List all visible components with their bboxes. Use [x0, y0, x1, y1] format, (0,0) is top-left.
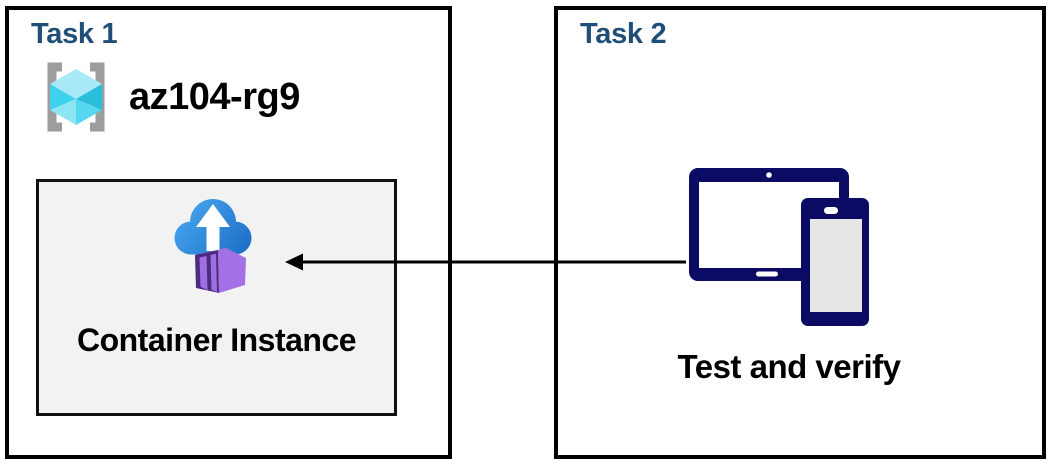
task1-box: Task 1 az104-rg9 [5, 6, 452, 459]
resource-group-icon [47, 62, 105, 132]
task2-box: Task 2 Test and verify [554, 6, 1046, 459]
container-instance-box: Container Instance [36, 179, 397, 416]
tablet-camera-dot [766, 172, 772, 178]
resource-group-row: az104-rg9 [39, 61, 300, 133]
container-instance-label: Container Instance [76, 322, 357, 358]
phone-speaker-slot [824, 207, 838, 214]
task2-title: Task 2 [580, 18, 667, 50]
task1-title: Task 1 [31, 18, 118, 50]
test-and-verify-label: Test and verify [677, 348, 901, 385]
upload-arrow-icon [196, 204, 230, 251]
devices-icon [689, 168, 869, 326]
container-instances-icon [174, 199, 252, 293]
tablet-home-button [756, 271, 778, 277]
resource-group-name: az104-rg9 [129, 75, 300, 118]
